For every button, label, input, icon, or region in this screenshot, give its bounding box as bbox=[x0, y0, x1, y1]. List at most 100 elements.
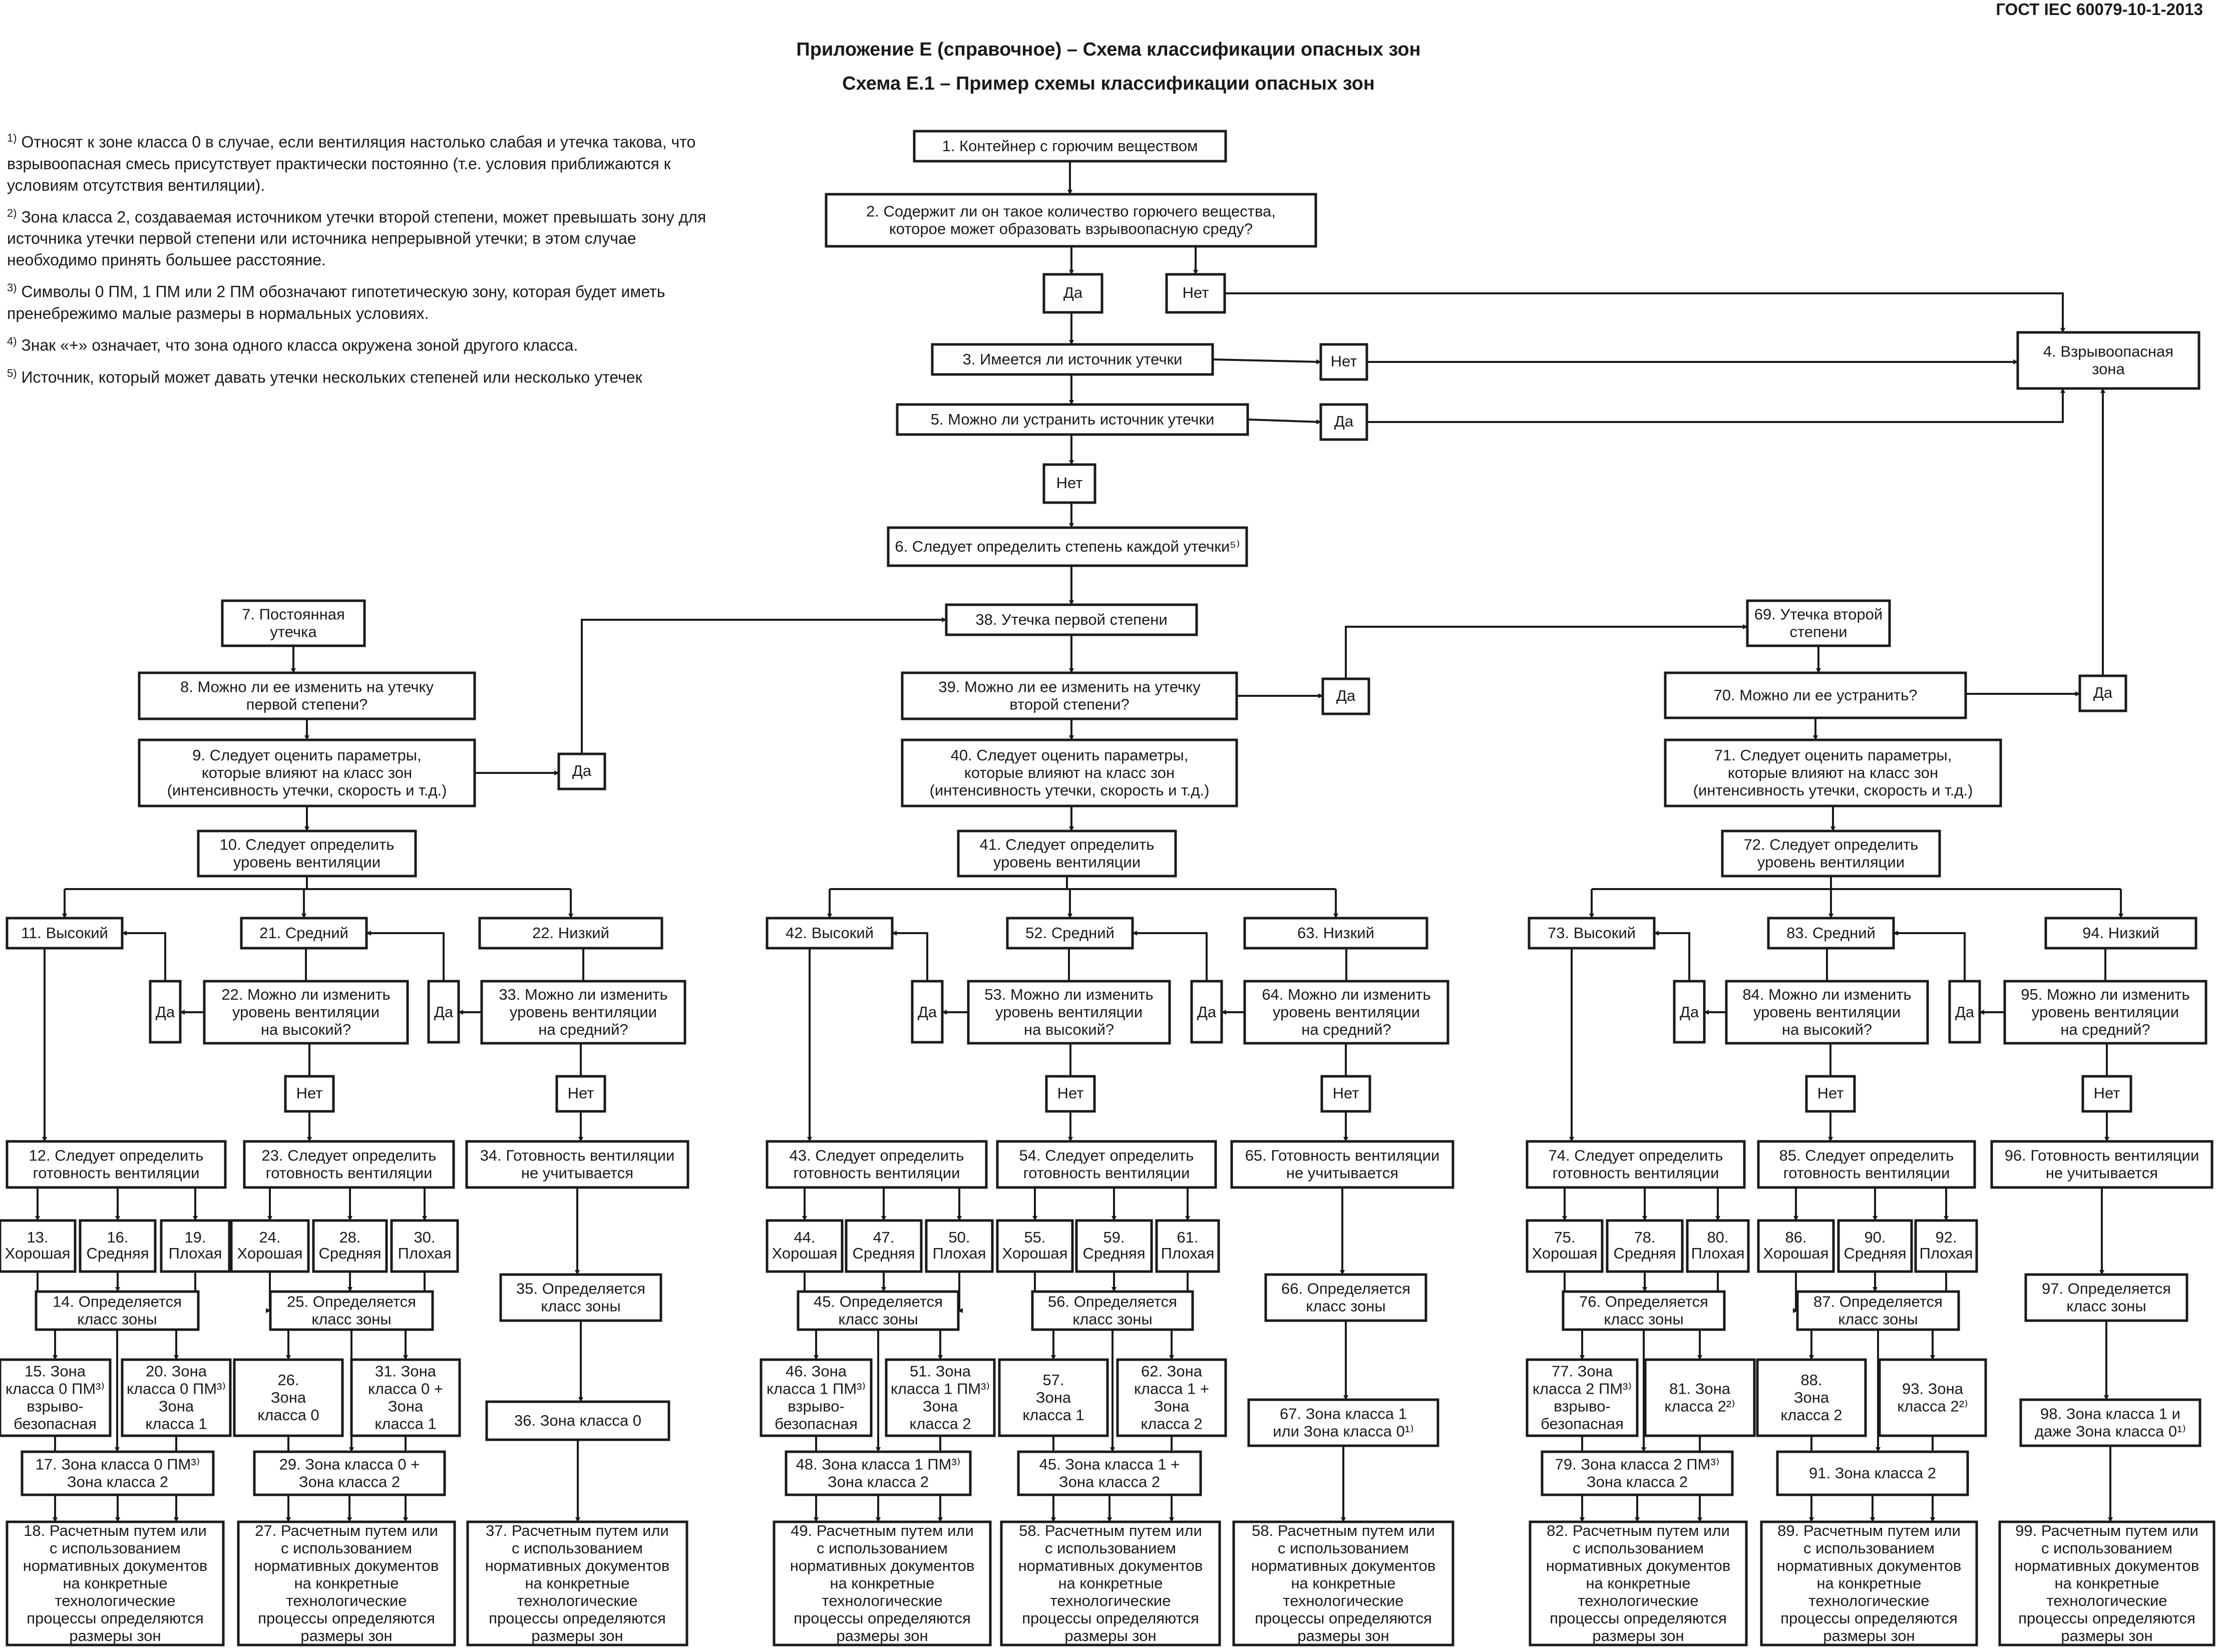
node-label-line: класса 0 ПМ³⁾ bbox=[127, 1380, 226, 1397]
node-label-line: 43. Следует определить bbox=[790, 1146, 964, 1164]
node-frame bbox=[1746, 599, 1891, 647]
node-label-line: 66. Определяется bbox=[1281, 1280, 1410, 1297]
node-label-line: класса 1 ПМ³⁾ bbox=[767, 1380, 866, 1397]
node-label-line: 28. bbox=[339, 1228, 360, 1246]
node-label-line: 72. Следует определить bbox=[1744, 836, 1919, 853]
node-label-line: 78. bbox=[1634, 1228, 1655, 1246]
node-label-line: Зона класса 2 bbox=[67, 1473, 168, 1490]
node-frame bbox=[1165, 273, 1226, 314]
connector-8 bbox=[1247, 419, 1321, 425]
node-frame bbox=[901, 738, 1238, 807]
node-frame bbox=[2078, 674, 2127, 712]
node-frame bbox=[2024, 1273, 2188, 1322]
node-label-line: зона bbox=[2092, 360, 2125, 377]
node-frame bbox=[269, 1290, 434, 1331]
node-label-line: технологические bbox=[2047, 1592, 2167, 1609]
node-frame bbox=[1031, 1290, 1194, 1331]
node-frame bbox=[2019, 1398, 2201, 1447]
flow-node-n28: 28.Средняя bbox=[312, 1219, 388, 1273]
node-label-line: Зона bbox=[271, 1389, 306, 1406]
node-frame bbox=[138, 671, 476, 720]
node-label-line: 56. Определяется bbox=[1048, 1293, 1177, 1310]
node-frame bbox=[2016, 331, 2200, 390]
node-label-line: 55. bbox=[1024, 1228, 1045, 1246]
node-label: 86.Хорошая bbox=[1763, 1228, 1829, 1262]
node-label-line: Нет bbox=[1183, 284, 1209, 301]
node-label: 28.Средняя bbox=[319, 1228, 382, 1262]
flow-node-n94: 94. Низкий bbox=[2044, 917, 2197, 950]
node-label-line: класса 2 bbox=[1780, 1406, 1842, 1424]
node-label: 61.Плохая bbox=[1161, 1228, 1215, 1262]
footnote-text: Относят к зоне класса 0 в случае, если в… bbox=[7, 133, 696, 194]
node-label-line: на средний? bbox=[2060, 1021, 2150, 1038]
node-label-line: Нет bbox=[1333, 1084, 1359, 1102]
node-label: 24.Хорошая bbox=[237, 1228, 303, 1262]
node-label-line: технологические bbox=[1283, 1592, 1404, 1609]
flow-node-net2: Нет bbox=[1165, 273, 1226, 314]
node-label-line: на конкретные bbox=[1058, 1574, 1163, 1592]
node-frame bbox=[1760, 1520, 1978, 1646]
flow-node-n21: 21. Средний bbox=[240, 917, 368, 950]
node-label-line: процессы определяются bbox=[27, 1609, 204, 1627]
node-label-line: 84. Можно ли изменить bbox=[1742, 986, 1911, 1003]
node-label-line: класс зоны bbox=[77, 1310, 157, 1328]
node-label: 13.Хорошая bbox=[5, 1228, 71, 1262]
node-label-line: нормативных документов bbox=[790, 1557, 975, 1574]
connector-67 bbox=[1654, 931, 1690, 981]
node-label-line: 58. Расчетным путем или bbox=[1019, 1522, 1202, 1539]
node-label-line: 93. Зона bbox=[1902, 1380, 1964, 1397]
node-label-line: класса 2²⁾ bbox=[1664, 1397, 1735, 1415]
node-label-line: 40. Следует оценить параметры, bbox=[951, 746, 1189, 764]
node-frame bbox=[2003, 980, 2207, 1045]
node-label-line: Зона bbox=[1154, 1397, 1190, 1415]
flow-node-net_m1: Нет bbox=[1045, 1075, 1096, 1113]
node-label-line: Нет bbox=[1331, 352, 1357, 370]
node-label-line: Плохая bbox=[1920, 1245, 1973, 1262]
node-label: 83. Средний bbox=[1786, 924, 1876, 942]
node-label-line: 17. Зона класса 0 ПМ³⁾ bbox=[36, 1455, 200, 1473]
node-label-line: Хорошая bbox=[5, 1245, 71, 1262]
node-frame bbox=[913, 130, 1227, 163]
flow-node-n70: 70. Можно ли ее устранить? bbox=[1664, 671, 1967, 719]
node-label-line: 53. Можно ли изменить bbox=[984, 986, 1153, 1003]
node-label-line: уровень вентиляции bbox=[993, 853, 1141, 871]
node-label: 63. Низкий bbox=[1297, 924, 1374, 942]
connector-20 bbox=[1345, 624, 1748, 679]
flow-node-n42: 42. Высокий bbox=[766, 917, 894, 950]
node-label-line: 34. Готовность вентиляции bbox=[480, 1146, 675, 1164]
footnote-text: Зона класса 2, создаваемая источником ут… bbox=[7, 208, 706, 269]
node-label-line: класс зоны bbox=[1072, 1310, 1152, 1328]
node-frame bbox=[1541, 1450, 1734, 1496]
node-frame bbox=[427, 980, 460, 1044]
node-label-line: готовность вентиляции bbox=[1553, 1164, 1719, 1181]
flow-node-n52: 52. Средний bbox=[1006, 917, 1134, 950]
flow-node-n9: 9. Следует оценить параметры,которые вли… bbox=[138, 738, 476, 807]
flow-node-n59: 59.Средняя bbox=[1075, 1219, 1153, 1273]
node-label-line: класса 0 bbox=[257, 1406, 319, 1424]
node-label-line: класс зоны bbox=[541, 1297, 620, 1315]
node-label-line: нормативных документов bbox=[1546, 1557, 1731, 1574]
node-label-line: с использованием bbox=[512, 1539, 643, 1557]
node-label: 94. Низкий bbox=[2082, 924, 2159, 942]
node-label: Нет bbox=[296, 1084, 323, 1102]
connector-5 bbox=[1212, 358, 1321, 364]
node-label-line: готовность вентиляции bbox=[33, 1164, 200, 1181]
